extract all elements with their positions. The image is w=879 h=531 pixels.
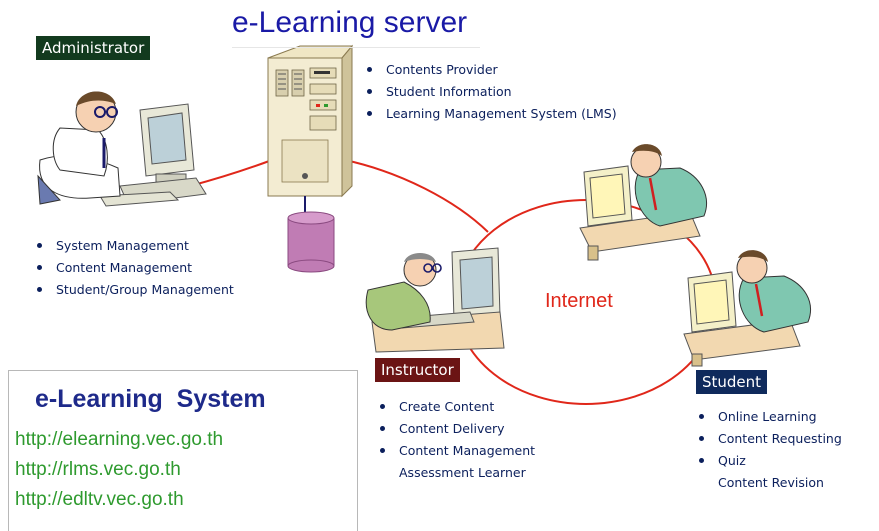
server-bullet: Student Information: [362, 81, 617, 103]
administrator-label: Administrator: [36, 36, 151, 60]
system-panel: e-Learning System http://elearning.vec.g…: [8, 370, 358, 531]
instructor-label: Instructor: [375, 358, 460, 382]
student-bullet: Online Learning: [694, 406, 842, 428]
administrator-bullet: Student/Group Management: [32, 279, 234, 301]
student-bullets: Online Learning Content Requesting Quiz …: [694, 406, 842, 494]
administrator-computer-icon: [37, 91, 207, 207]
instructor-computer-icon: [365, 247, 505, 353]
administrator-bullet: Content Management: [32, 257, 234, 279]
instructor-bullet: Assessment Learner: [399, 465, 526, 480]
server-bullet: Contents Provider: [362, 59, 617, 81]
system-link[interactable]: http://edltv.vec.go.th: [15, 489, 184, 510]
diagram-title: e-Learning server: [232, 6, 468, 39]
instructor-bullet: Content Delivery: [375, 418, 535, 440]
internet-label: Internet: [545, 290, 613, 312]
system-link[interactable]: http://elearning.vec.go.th: [15, 429, 224, 450]
server-tower-icon: [267, 44, 354, 198]
instructor-bullet: Content Management: [375, 440, 535, 462]
instructor-bullet: Create Content: [375, 396, 535, 418]
student-bullet: Content Revision: [718, 475, 824, 490]
student-bullet: Quiz: [694, 450, 842, 472]
student-label: Student: [696, 370, 768, 394]
student-computer-icon: [579, 144, 708, 261]
student-computer-icon: [683, 250, 812, 367]
system-panel-title: e-Learning System: [35, 385, 266, 413]
server-bullet: Learning Management System (LMS): [362, 103, 617, 125]
title-underline: [232, 47, 480, 48]
administrator-bullets: System Management Content Management Stu…: [32, 235, 234, 301]
student-bullet: Content Requesting: [694, 428, 842, 450]
database-icon: [287, 211, 335, 273]
server-bullets: Contents Provider Student Information Le…: [362, 59, 617, 125]
administrator-bullet: System Management: [32, 235, 234, 257]
instructor-bullets: Create Content Content Delivery Content …: [375, 396, 535, 484]
system-link[interactable]: http://rlms.vec.go.th: [15, 459, 181, 480]
